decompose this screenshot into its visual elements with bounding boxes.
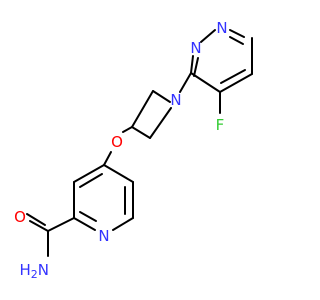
bond — [26, 213, 46, 226]
bond — [29, 220, 49, 232]
bond — [229, 36, 244, 45]
bond — [112, 217, 134, 231]
bond — [179, 72, 192, 93]
atom-n-pyrimidine-top: N — [216, 19, 227, 37]
bonds — [26, 29, 253, 257]
bond — [79, 173, 103, 188]
atom-n-pyrimidine-left: N — [190, 39, 201, 57]
bond — [131, 90, 154, 128]
bond — [220, 69, 246, 84]
bond — [152, 90, 171, 103]
atom-nh2: H2N — [19, 261, 49, 281]
bond — [47, 217, 75, 232]
atom-fluorine: F — [216, 116, 225, 134]
nh2-n: N — [38, 261, 49, 279]
bond — [219, 73, 253, 93]
bond — [73, 217, 96, 231]
atom-n-azetidine: N — [170, 91, 181, 109]
bond — [190, 72, 221, 93]
bond — [149, 107, 172, 139]
bond — [193, 57, 199, 77]
atom-labels: N N F N O N O H2N — [14, 19, 228, 281]
bond — [122, 126, 133, 133]
bond — [73, 164, 105, 183]
nh2-subscript: 2 — [31, 268, 38, 281]
atom-o-ether: O — [111, 133, 123, 151]
atom-o-carbonyl: O — [14, 208, 26, 226]
bond — [103, 164, 134, 183]
nh2-h: H — [19, 261, 30, 279]
bond — [190, 55, 194, 74]
bond — [200, 29, 216, 43]
atom-n-pyridine: N — [98, 227, 109, 245]
bond — [229, 29, 245, 38]
bond — [103, 151, 112, 166]
molecule-structure-diagram: N N F N O N O H2N — [14, 19, 253, 281]
bond — [131, 126, 151, 139]
bond — [79, 211, 97, 222]
